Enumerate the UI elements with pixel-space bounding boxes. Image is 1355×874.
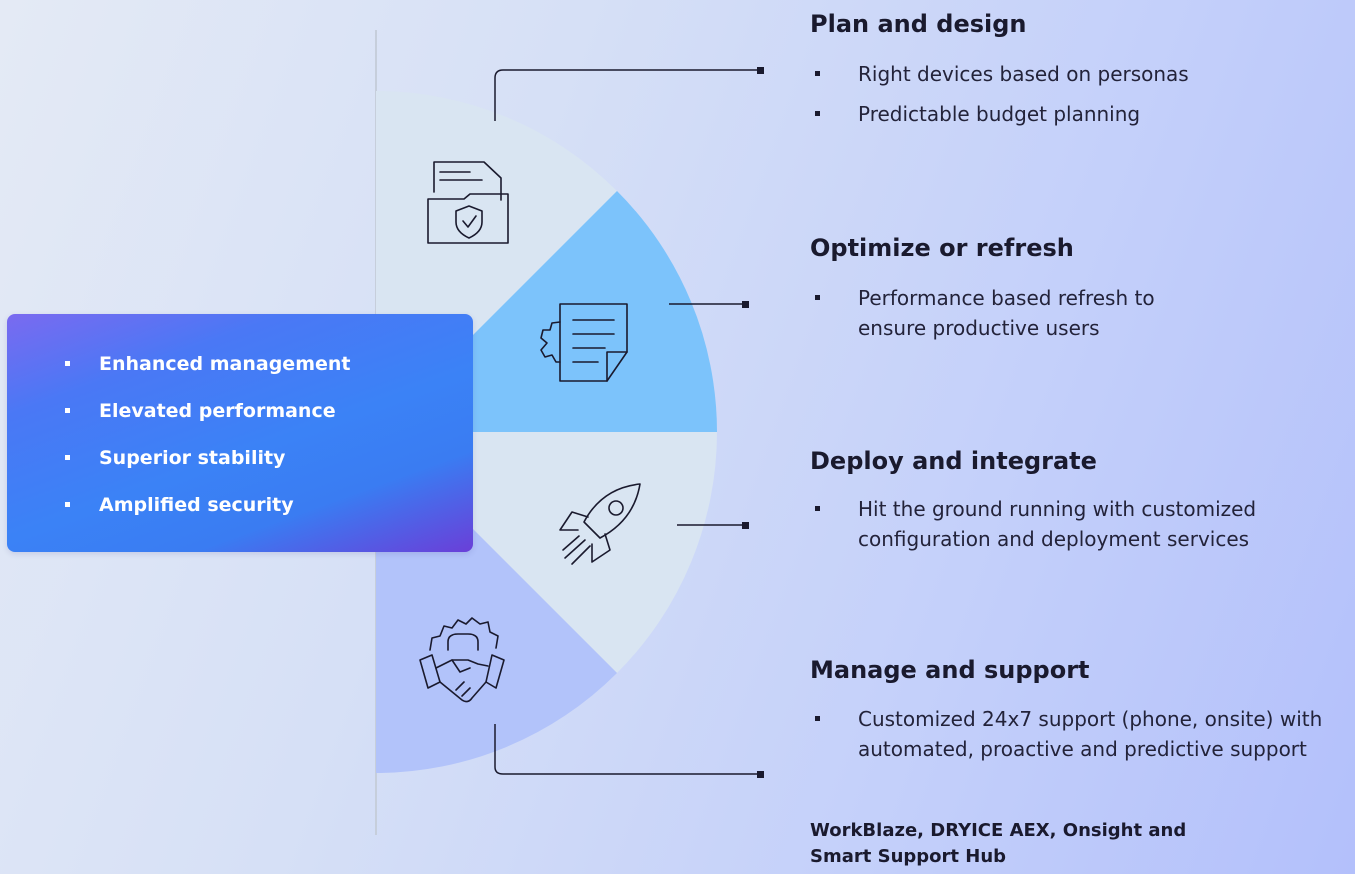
list-item: Performance based refresh to ensure prod… [810,283,1190,343]
connector-manage [494,724,764,778]
stage-title-plan: Plan and design [810,10,1027,38]
bullet-marker [815,716,820,721]
bullet-text: Right devices based on personas [858,62,1189,86]
rocket-icon [559,483,641,565]
connector-deploy [677,522,749,529]
list-item: Hit the ground running with customized c… [810,494,1350,554]
bullet-marker [815,71,820,76]
list-item: Predictable budget planning [810,99,1350,129]
stage-title-deploy: Deploy and integrate [810,447,1097,475]
bullet-marker [815,111,820,116]
benefit-text: Elevated performance [99,400,336,422]
stage-bullets-optimize: Performance based refresh to ensure prod… [810,283,1190,353]
bullet-marker [815,506,820,511]
list-item: Amplified security [65,490,351,537]
bullet-marker [65,361,70,366]
bullet-text: Customized 24x7 support (phone, onsite) … [858,707,1323,761]
stage-title-manage: Manage and support [810,656,1090,684]
list-item: Customized 24x7 support (phone, onsite) … [810,704,1330,764]
stage-title-optimize: Optimize or refresh [810,234,1074,262]
tools-note: WorkBlaze, DRYICE AEX, Onsight and Smart… [810,820,1187,867]
bullet-marker [815,295,820,300]
stage-bullets-manage: Customized 24x7 support (phone, onsite) … [810,704,1330,774]
benefit-text: Enhanced management [99,353,351,375]
stage-bullets-deploy: Hit the ground running with customized c… [810,494,1350,564]
bullet-text: Performance based refresh to ensure prod… [858,286,1155,340]
stage-bullets-plan: Right devices based on personas Predicta… [810,59,1350,139]
document-gear-icon [540,303,628,382]
benefit-text: Superior stability [99,447,286,469]
bullet-text: Hit the ground running with customized c… [858,497,1257,551]
connector-plan [494,67,764,121]
list-item: Right devices based on personas [810,59,1350,89]
folder-shield-icon [427,161,509,244]
benefits-list: Enhanced management Elevated performance… [65,349,351,537]
list-item: Elevated performance [65,396,351,443]
bullet-marker [65,408,70,413]
bullet-marker [65,502,70,507]
bullet-text: Predictable budget planning [858,102,1141,126]
benefit-text: Amplified security [99,494,294,516]
handshake-gear-icon [419,617,505,703]
connector-optimize [669,301,749,308]
list-item: Superior stability [65,443,351,490]
benefits-card: Enhanced management Elevated performance… [7,314,473,552]
list-item: Enhanced management [65,349,351,396]
bullet-marker [65,455,70,460]
